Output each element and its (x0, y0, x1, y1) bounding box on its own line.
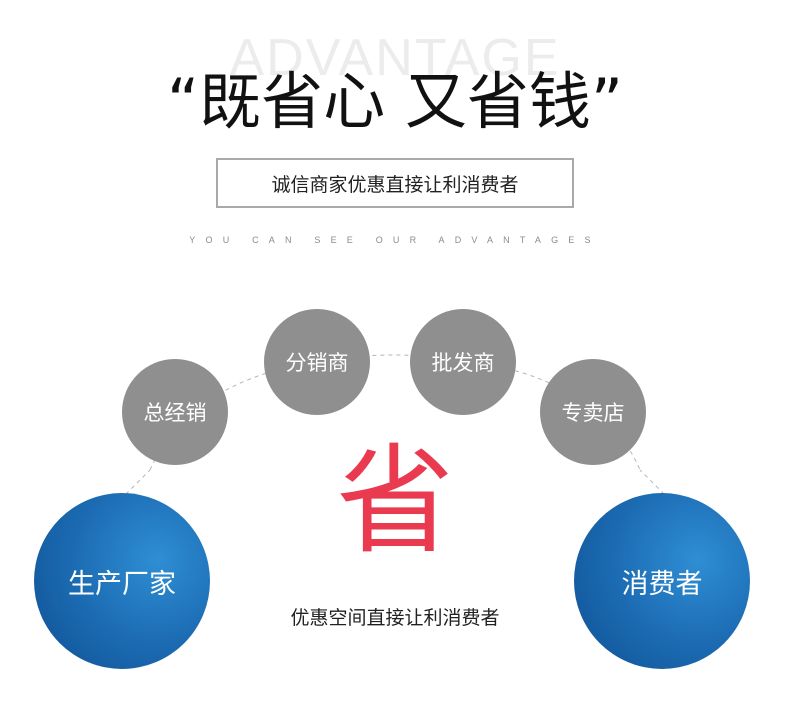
headline: “既省心 又省钱” (167, 65, 623, 138)
subtitle-box: 诚信商家优惠直接让利消费者 (216, 158, 574, 208)
consumer-node: 消费者 (574, 493, 750, 669)
general-distributor-node: 总经销 (122, 359, 228, 465)
saving-character: 省 (335, 432, 454, 570)
manufacturer-node: 生产厂家 (34, 493, 210, 669)
wholesaler-label: 批发商 (431, 351, 495, 375)
general-distributor-label: 总经销 (143, 401, 207, 425)
consumer-label: 消费者 (621, 568, 703, 600)
wholesaler-node: 批发商 (410, 309, 516, 415)
store-label: 专卖店 (561, 401, 625, 425)
subtitle-text: 诚信商家优惠直接让利消费者 (271, 173, 519, 196)
store-node: 专卖店 (540, 359, 646, 465)
tagline: YOU CAN SEE OUR ADVANTAGES (189, 235, 601, 245)
distributor-node: 分销商 (264, 309, 370, 415)
saving-caption: 优惠空间直接让利消费者 (290, 607, 500, 629)
manufacturer-label: 生产厂家 (68, 568, 176, 600)
distributor-label: 分销商 (285, 351, 349, 375)
watermark-text: ADVANTAGE (229, 29, 561, 87)
